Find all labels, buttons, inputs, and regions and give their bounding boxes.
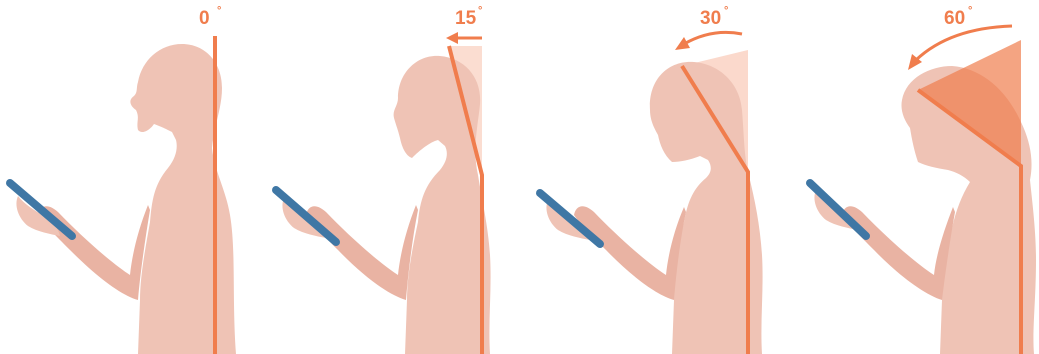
- arm: [842, 206, 955, 300]
- arrow-head: [446, 32, 458, 44]
- panel-15-degrees: 15 °: [276, 5, 491, 354]
- angle-label: 0: [199, 8, 210, 29]
- panel-30-degrees: 30 °: [540, 5, 763, 354]
- degree-symbol: °: [478, 5, 482, 17]
- panel-60-degrees: 60 °: [810, 5, 1036, 354]
- body-silhouette: [130, 44, 236, 354]
- degree-symbol: °: [724, 5, 728, 17]
- arm: [306, 205, 418, 300]
- degree-symbol: °: [217, 5, 221, 17]
- degree-symbol: °: [968, 5, 972, 17]
- angle-label: 30: [700, 8, 721, 29]
- angle-label: 60: [944, 8, 965, 29]
- angle-label: 15: [455, 8, 477, 29]
- panel-0-degrees: 0 °: [10, 5, 236, 354]
- tilt-arrow: [684, 32, 742, 44]
- arm: [574, 206, 686, 300]
- body-silhouette: [394, 56, 491, 354]
